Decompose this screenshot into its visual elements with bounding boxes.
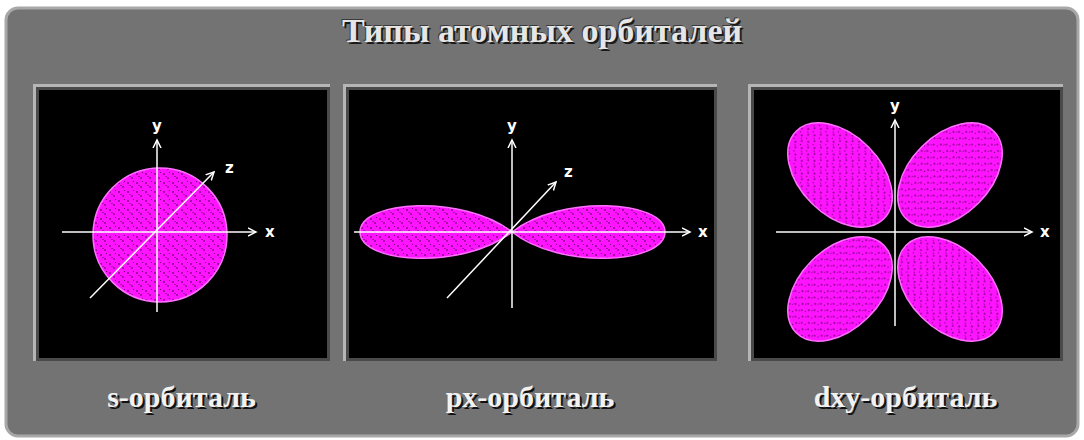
panel-bevel xyxy=(748,84,1063,361)
axis-label: x xyxy=(698,225,708,240)
axis-label: x xyxy=(1040,225,1050,240)
s-orbital xyxy=(62,140,256,312)
orbital-caption: px-орбиталь xyxy=(343,380,717,414)
diagram-title: Типы атомных орбиталей xyxy=(0,12,1084,50)
axis-label: z xyxy=(564,165,573,180)
orbital-panel: px-орбиталь xyxy=(343,84,717,424)
axis-label: z xyxy=(225,161,234,176)
black-panel xyxy=(349,90,714,358)
orbital-caption: s-орбиталь xyxy=(33,380,330,414)
p-orbital xyxy=(354,140,690,308)
orbital-caption: dxy-орбиталь xyxy=(748,380,1063,414)
panel-bevel xyxy=(343,84,717,361)
axis-label: y xyxy=(507,119,517,134)
orbital-panel: s-орбиталь xyxy=(33,84,330,424)
axis-label: y xyxy=(890,99,900,114)
axis-label: x xyxy=(265,225,275,240)
orbital-panel: dxy-орбиталь xyxy=(748,84,1063,424)
black-panel xyxy=(39,90,327,358)
axis-label: y xyxy=(152,119,162,134)
outer-panel xyxy=(6,8,1078,436)
panel-bevel xyxy=(33,84,330,361)
d-orbital xyxy=(768,103,1032,361)
